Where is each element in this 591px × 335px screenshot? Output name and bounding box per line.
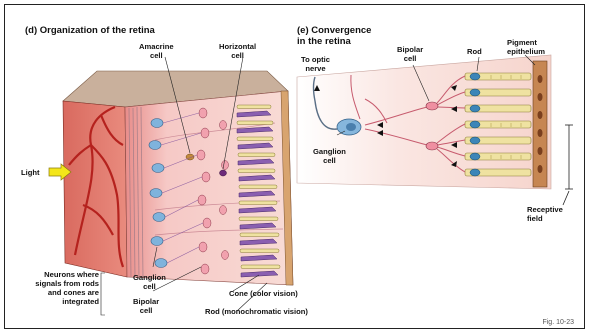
choroid-layer <box>63 101 127 277</box>
ganglion-cell-label-d: Ganglion cell <box>133 273 166 291</box>
horizontal-cell-label: Horizontal cell <box>219 42 256 60</box>
neurons-integration-label: Neurons where signals from rods and cone… <box>21 270 99 306</box>
figure-frame: (d) Organization of the retina Amacrine … <box>4 4 585 329</box>
bipolar-cell-lower <box>426 142 438 150</box>
amacrine-cell-label: Amacrine cell <box>139 42 174 60</box>
bipolar-cell-label-d: Bipolar cell <box>133 297 159 315</box>
panel-d-title: (d) Organization of the retina <box>25 25 155 36</box>
retina-block <box>63 71 293 285</box>
receptive-field-bracket <box>563 125 573 205</box>
figure-number: Fig. 10-23 <box>542 319 574 326</box>
light-label: Light <box>21 168 40 177</box>
rod-label-d: Rod (monochromatic vision) <box>205 307 308 316</box>
bipolar-cell-label-e: Bipolar cell <box>397 45 423 63</box>
ganglion-cell-label-e: Ganglion cell <box>313 147 346 165</box>
receptive-field-label: Receptive field <box>527 205 563 223</box>
bipolar-cell-upper <box>426 102 438 110</box>
convergence-diagram <box>297 55 573 205</box>
optic-nerve-label: To optic nerve <box>301 55 330 73</box>
pigment-epithelium-label: Pigment epithelium <box>507 38 545 56</box>
panel-e-title: (e) Convergence in the retina <box>297 25 371 47</box>
rod-label-e: Rod <box>467 47 482 56</box>
cone-label: Cone (color vision) <box>229 289 298 298</box>
horizontal-cell <box>220 170 227 176</box>
